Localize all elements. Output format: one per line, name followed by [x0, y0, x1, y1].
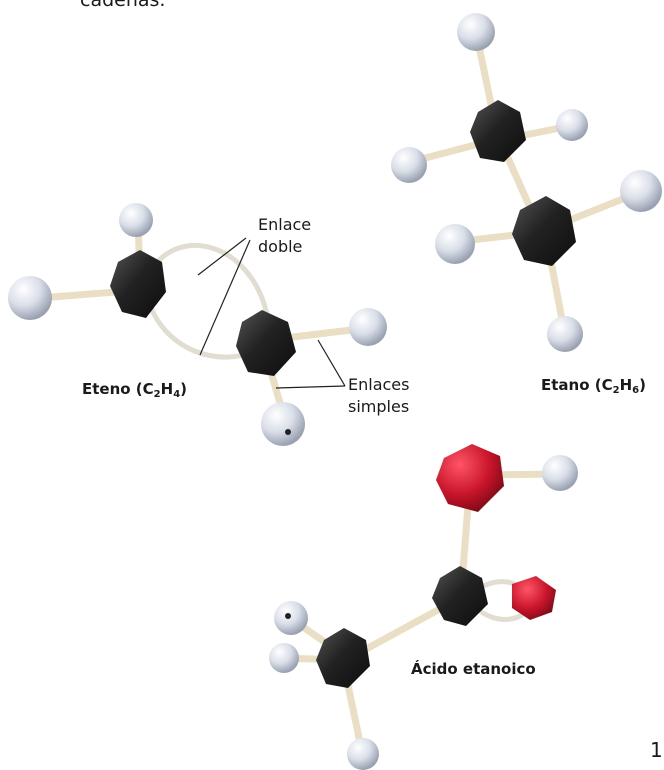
single-bonds-label: Enlaces simples [348, 375, 410, 416]
carbon-atom [316, 628, 370, 688]
carbon-atom [236, 310, 296, 376]
ethene-model [8, 203, 387, 446]
ethene-caption: Eteno (C2H4) [82, 380, 188, 400]
hydrogen-atom [547, 316, 583, 352]
ethanoic-acid-model [269, 444, 578, 770]
hydrogen-atom [349, 308, 387, 346]
intro-text: cadenas. [80, 0, 166, 11]
page-number: 1 [650, 738, 663, 762]
hydrogen-atom [119, 203, 153, 237]
oxygen-atom [436, 444, 504, 512]
hydrogen-atom [391, 147, 427, 183]
carbon-atom [432, 566, 488, 626]
hydrogen-atom [8, 276, 52, 320]
hydrogen-atom [457, 13, 495, 51]
hydrogen-atom [435, 224, 475, 264]
hydrogen-atom [542, 455, 578, 491]
ethane-caption: Etano (C2H6) [541, 376, 646, 396]
ethanoic-acid-caption: Ácido etanoico [411, 660, 536, 678]
hydrogen-atom [556, 109, 588, 141]
oxygen-atom [512, 576, 556, 620]
carbon-atom [110, 250, 166, 318]
hydrogen-atom [274, 601, 308, 635]
hydrogen-atom [269, 643, 299, 673]
hydrogen-atom [347, 738, 379, 770]
double-bond-label: Enlace doble [258, 215, 312, 256]
ethane-model [391, 13, 662, 352]
hydrogen-atom [620, 170, 662, 212]
hydrogen-atom [261, 402, 305, 446]
carbon-atom [512, 196, 576, 266]
carbon-atom [470, 100, 526, 162]
